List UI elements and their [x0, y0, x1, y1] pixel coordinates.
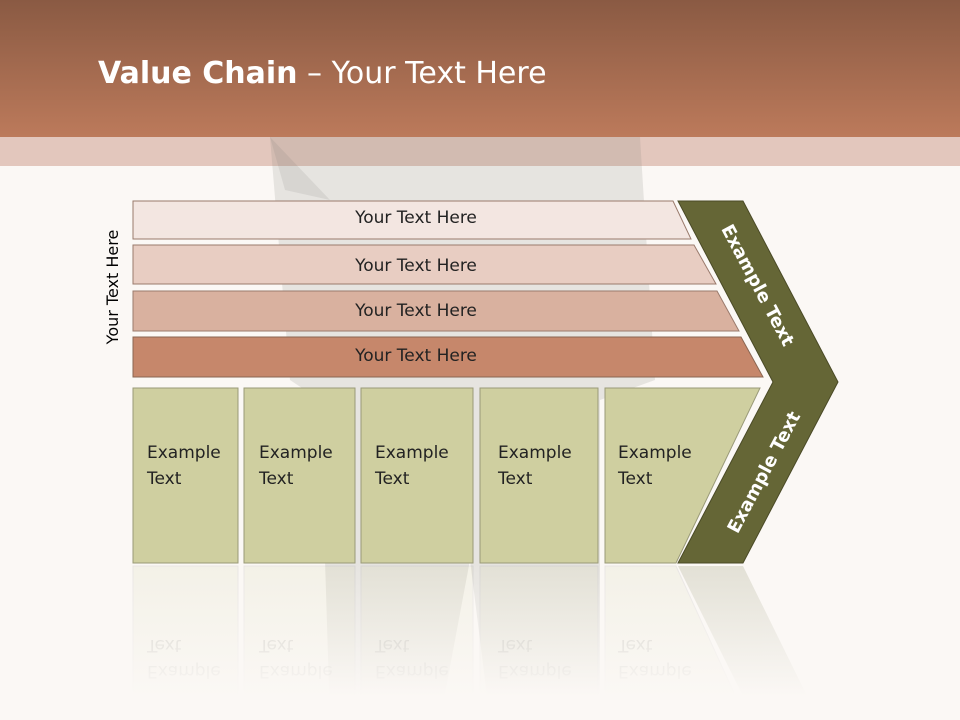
row-3-shape: [132, 290, 740, 332]
column-4-shape: [479, 387, 599, 564]
column-2-shape: [243, 387, 356, 564]
row-4-text: Your Text Here: [355, 346, 477, 366]
row-1-shape: [132, 200, 692, 240]
header-bar: [0, 0, 960, 137]
reflection-fade: [0, 563, 960, 720]
row-4-shape: [132, 336, 764, 378]
column-1-text: Example Text: [147, 443, 221, 489]
column-5-text: Example Text: [618, 443, 692, 489]
page-title: Value Chain – Your Text Here: [98, 56, 547, 91]
column-3-text: Example Text: [375, 443, 449, 489]
header-band: [0, 137, 960, 166]
column-4-text: Example Text: [498, 443, 572, 489]
column-2-text: Example Text: [259, 443, 333, 489]
column-3-shape: [360, 387, 474, 564]
row-3-text: Your Text Here: [355, 301, 477, 321]
row-1-text: Your Text Here: [355, 208, 477, 228]
side-label: Your Text Here: [103, 229, 122, 345]
column-1-shape: [132, 387, 239, 564]
row-2-shape: [132, 244, 717, 285]
row-2-text: Your Text Here: [355, 256, 477, 276]
